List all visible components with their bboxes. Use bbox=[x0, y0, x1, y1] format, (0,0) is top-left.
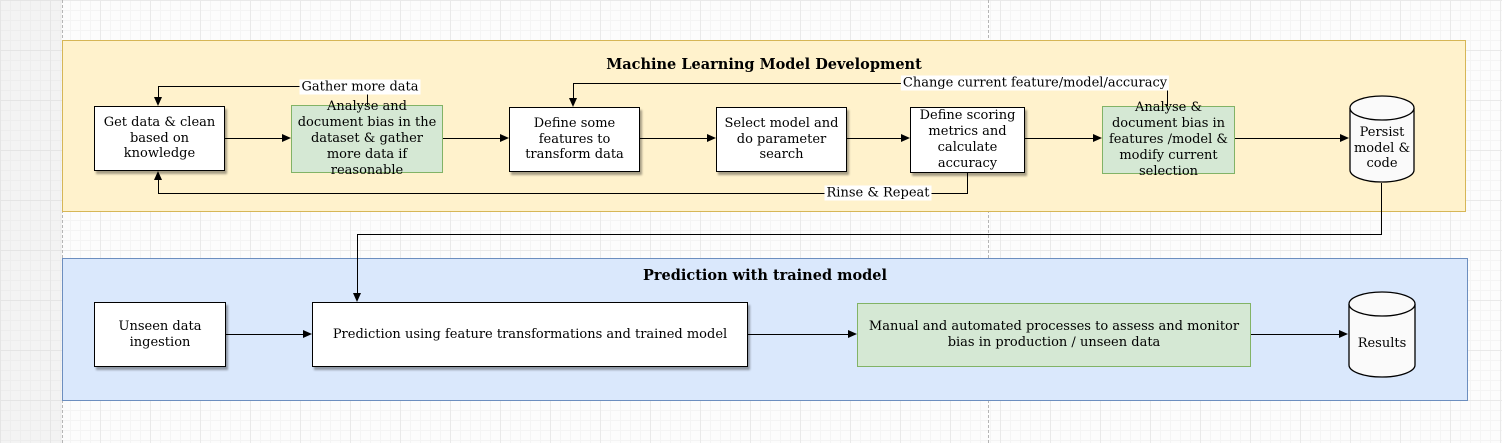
node-define-features[interactable]: Define some features to transform data bbox=[509, 107, 640, 172]
edge-persist-to-predict-drop1 bbox=[1380, 183, 1382, 235]
node-unseen-data-ingestion-label: Unseen data ingestion bbox=[118, 318, 202, 350]
arrowhead-right-icon bbox=[1093, 133, 1102, 142]
group-prediction-title: Prediction with trained model bbox=[642, 267, 888, 284]
edge-monitor-to-results bbox=[1251, 333, 1339, 335]
arrowhead-down-icon bbox=[568, 98, 577, 107]
arrowhead-right-icon bbox=[282, 133, 291, 142]
node-scoring-metrics-label: Define scoring metrics and calculate acc… bbox=[919, 108, 1016, 171]
edge-label-gather-more-data[interactable]: Gather more data bbox=[299, 79, 421, 95]
node-analyse-features-bias-label: Analyse & document bias in features /mod… bbox=[1109, 100, 1228, 179]
node-prediction-using-model-label: Prediction using feature transformations… bbox=[332, 326, 728, 342]
node-define-features-label: Define some features to transform data bbox=[525, 115, 624, 163]
page-boundary-line bbox=[62, 0, 63, 443]
node-analyse-dataset-bias-label: Analyse and document bias in the dataset… bbox=[297, 99, 437, 178]
node-persist-model-code[interactable]: Persist model & code bbox=[1349, 95, 1415, 183]
edge-persist-to-predict-span bbox=[357, 233, 1382, 235]
edge-gather-loop-riser bbox=[366, 86, 368, 106]
arrowhead-right-icon bbox=[1340, 133, 1349, 142]
node-get-data-clean-label: Get data & clean based on knowledge bbox=[103, 114, 216, 162]
node-results[interactable]: Results bbox=[1348, 291, 1416, 378]
edge-gather-loop-span bbox=[158, 85, 368, 87]
node-analyse-dataset-bias[interactable]: Analyse and document bias in the dataset… bbox=[291, 99, 443, 178]
node-scoring-metrics[interactable]: Define scoring metrics and calculate acc… bbox=[910, 107, 1025, 173]
database-cylinder-icon bbox=[1348, 291, 1416, 378]
arrowhead-right-icon bbox=[707, 133, 716, 142]
node-results-label: Results bbox=[1357, 336, 1407, 352]
node-monitor-bias-production[interactable]: Manual and automated processes to assess… bbox=[857, 303, 1251, 367]
node-unseen-data-ingestion[interactable]: Unseen data ingestion bbox=[94, 302, 226, 367]
edge-change-loop-drop bbox=[572, 83, 574, 99]
arrowhead-right-icon bbox=[1339, 329, 1348, 338]
arrowhead-right-icon bbox=[901, 133, 910, 142]
edge-gather-loop-drop bbox=[157, 86, 159, 98]
offpage-area bbox=[0, 0, 62, 443]
arrowhead-down-icon bbox=[352, 293, 361, 302]
node-analyse-features-bias[interactable]: Analyse & document bias in features /mod… bbox=[1102, 100, 1235, 179]
arrowhead-right-icon bbox=[303, 329, 312, 338]
edge-label-change-current[interactable]: Change current feature/model/accuracy bbox=[900, 75, 1170, 91]
arrowhead-down-icon bbox=[153, 97, 162, 106]
arrowhead-up-icon bbox=[153, 171, 162, 180]
edge-change-loop-span bbox=[573, 82, 1168, 84]
edge-change-loop-riser bbox=[1167, 83, 1169, 106]
node-select-model[interactable]: Select model and do parameter search bbox=[716, 107, 847, 172]
group-ml-title: Machine Learning Model Development bbox=[606, 56, 922, 73]
edge-analysefeatures-to-persist bbox=[1235, 137, 1340, 139]
edge-rinse-loop-drop bbox=[966, 173, 968, 194]
edge-label-rinse-repeat[interactable]: Rinse & Repeat bbox=[824, 185, 932, 201]
node-persist-model-code-label: Persist model & code bbox=[1353, 124, 1411, 172]
arrowhead-right-icon bbox=[848, 329, 857, 338]
edge-features-to-selectmodel bbox=[640, 137, 707, 139]
node-get-data-clean[interactable]: Get data & clean based on knowledge bbox=[94, 106, 225, 171]
node-select-model-label: Select model and do parameter search bbox=[724, 115, 839, 163]
edge-rinse-loop-riser bbox=[157, 180, 159, 194]
edge-predict-to-monitor bbox=[748, 333, 848, 335]
edge-selectmodel-to-scoring bbox=[847, 137, 901, 139]
edge-persist-to-predict-drop2 bbox=[356, 234, 358, 294]
database-cylinder-icon bbox=[1349, 95, 1415, 183]
edge-analysedataset-to-features bbox=[443, 137, 501, 139]
node-monitor-bias-production-label: Manual and automated processes to assess… bbox=[868, 319, 1240, 350]
edge-rinse-loop-span bbox=[158, 192, 968, 194]
edge-getdata-to-analysedataset bbox=[225, 137, 283, 139]
arrowhead-right-icon bbox=[500, 133, 509, 142]
edge-scoring-to-analysefeatures bbox=[1025, 137, 1093, 139]
node-prediction-using-model[interactable]: Prediction using feature transformations… bbox=[312, 302, 748, 367]
page-boundary-line bbox=[988, 0, 989, 443]
edge-unseen-to-predict bbox=[226, 333, 303, 335]
